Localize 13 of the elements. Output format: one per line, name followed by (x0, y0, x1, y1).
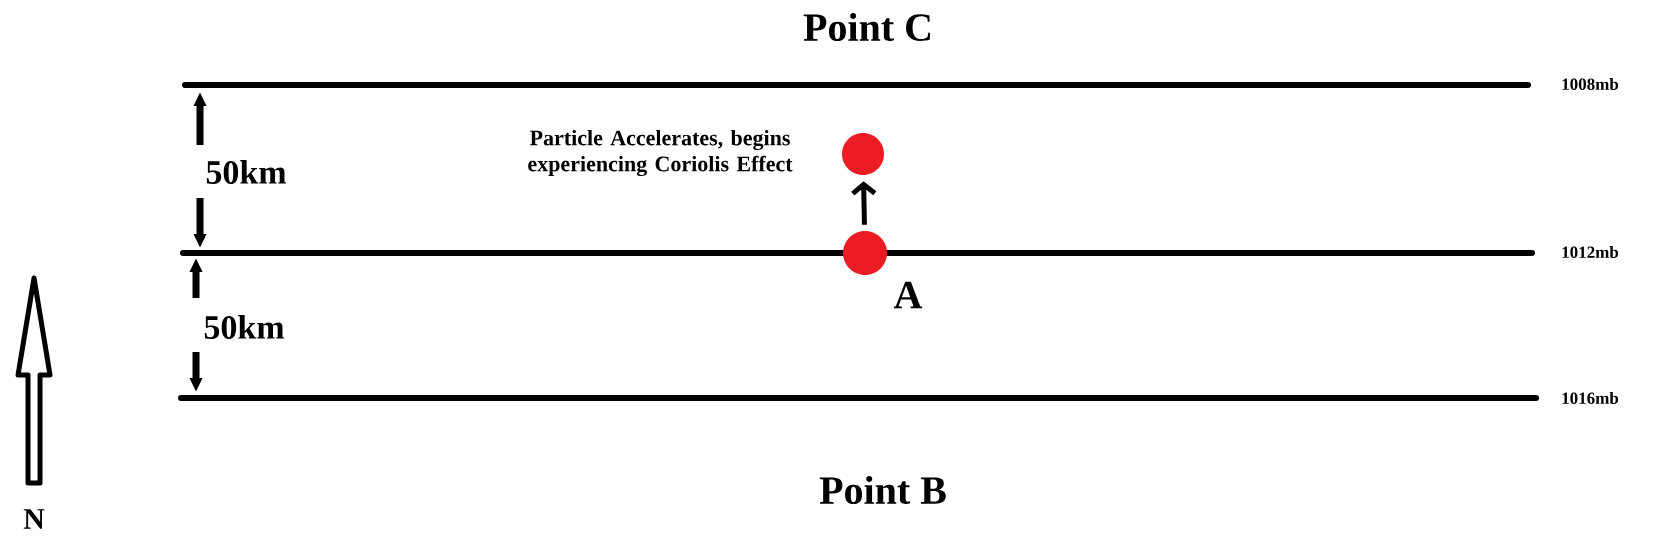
particle-dot (842, 133, 884, 175)
pressure-label: 1016mb (1562, 392, 1619, 404)
compass-letter: N (23, 509, 45, 529)
pressure-label: 1012mb (1562, 246, 1619, 258)
annotation-text: Particle Accelerates, begins experiencing Coriolis Effect (528, 129, 793, 177)
point-label: A (893, 281, 923, 309)
particle-dot (843, 231, 887, 275)
title-text: Point B (819, 475, 946, 505)
distance-label: 50km (206, 160, 287, 184)
title-text: Point C (803, 12, 930, 42)
distance-label: 50km (204, 315, 285, 339)
arrow (851, 181, 877, 225)
pressure-label: 1008mb (1562, 78, 1619, 90)
